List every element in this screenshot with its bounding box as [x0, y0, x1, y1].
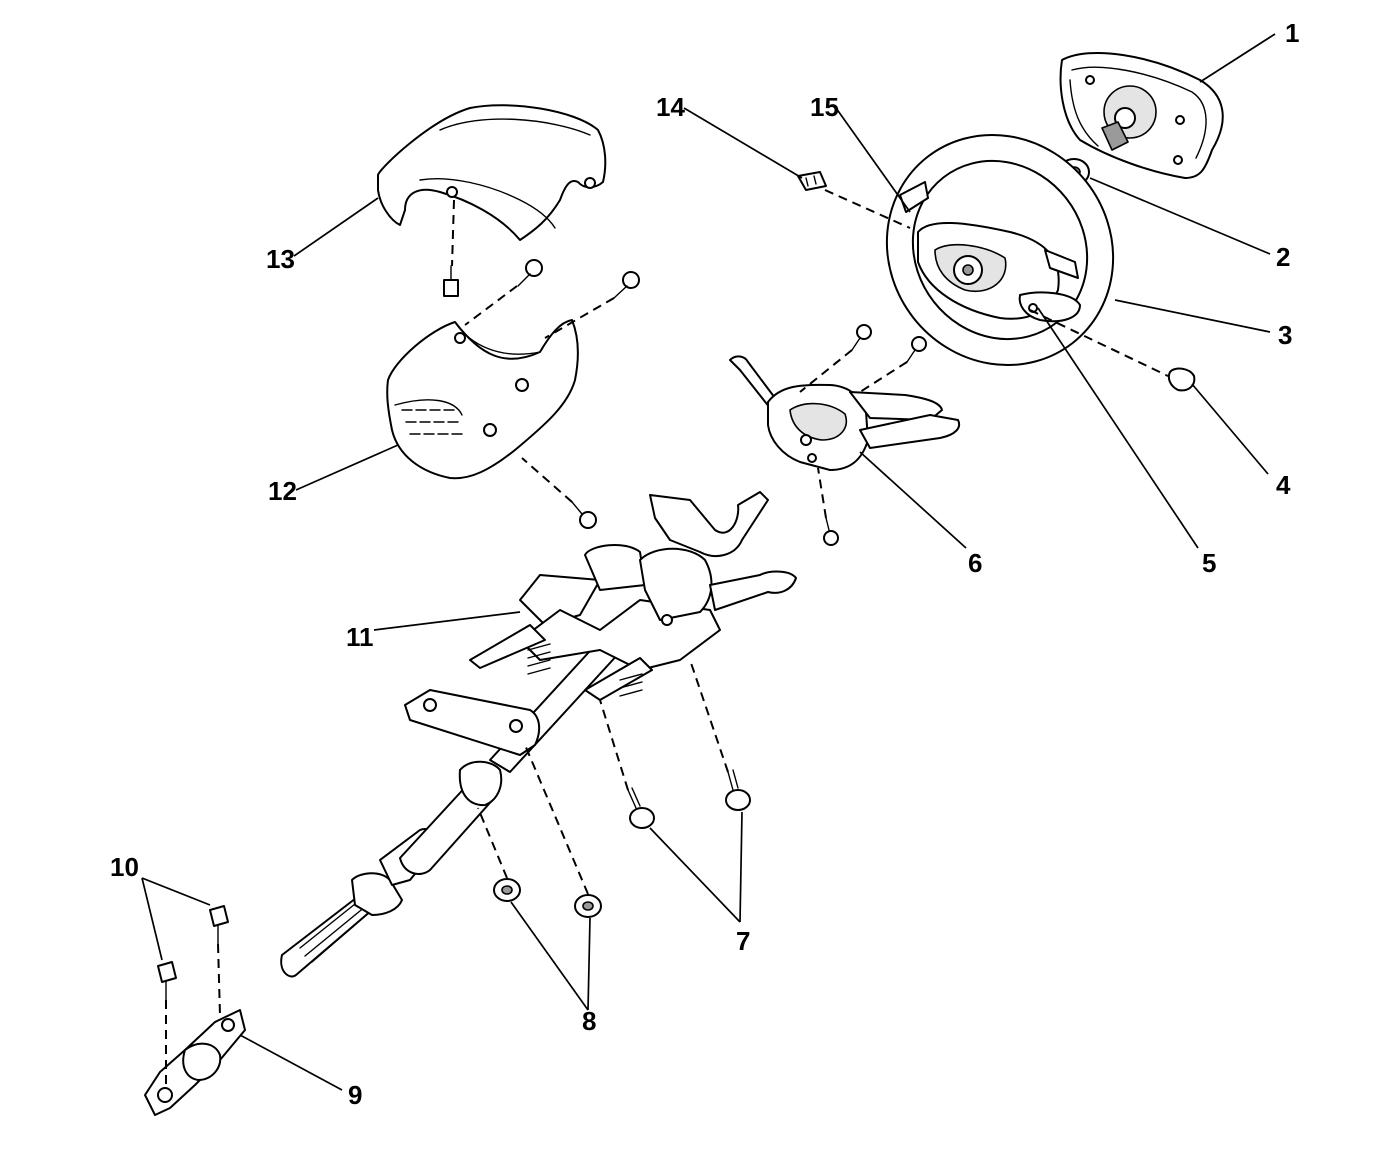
column-nut-8a: [493, 878, 521, 902]
shroud-bolt-a: [443, 265, 459, 297]
callout-2: 2: [1276, 242, 1290, 272]
switch-screw-a: [851, 324, 872, 351]
callout-3: 3: [1278, 320, 1292, 350]
coupler-bolt-10b: [209, 905, 229, 945]
shaft-coupler: [144, 1009, 246, 1116]
callout-labels: 1 2 3 4 5 6 7 8 9 10 11 12 13 14 15: [110, 18, 1299, 1110]
steering-column: [280, 491, 797, 978]
callout-10: 10: [110, 852, 139, 882]
lower-shroud: [386, 319, 579, 480]
airbag-module: [1059, 51, 1224, 179]
shroud-vent-grille: [401, 409, 463, 435]
callout-4: 4: [1276, 470, 1291, 500]
column-nut-8b: [574, 894, 602, 918]
coupler-bolt-10a: [157, 961, 177, 1001]
shroud-bolt-c: [613, 271, 640, 299]
leader-lines: [141, 33, 1276, 1091]
callout-7: 7: [736, 926, 750, 956]
wheel-plug: [1167, 367, 1196, 392]
wheel-clip: [797, 171, 827, 191]
switch-screw-b: [906, 336, 927, 363]
multifunction-switch: [729, 355, 960, 471]
callout-9: 9: [348, 1080, 362, 1110]
fasteners: [157, 259, 927, 1001]
upper-shroud: [377, 104, 607, 241]
shroud-bolt-b: [517, 259, 543, 287]
callout-15: 15: [810, 92, 839, 122]
callout-8: 8: [582, 1006, 596, 1036]
callout-5: 5: [1202, 548, 1216, 578]
assembly-lines: [165, 189, 1169, 1090]
callout-14: 14: [656, 92, 685, 122]
shroud-bolt-d: [571, 501, 597, 529]
callout-12: 12: [268, 476, 297, 506]
callout-1: 1: [1285, 18, 1299, 48]
callout-11: 11: [346, 622, 374, 652]
column-bolt-7b: [725, 769, 751, 811]
column-bolt-7a: [627, 787, 655, 829]
switch-screw-c: [823, 517, 839, 546]
steering-wheel: [885, 133, 1115, 367]
callout-13: 13: [266, 244, 295, 274]
callout-6: 6: [968, 548, 982, 578]
